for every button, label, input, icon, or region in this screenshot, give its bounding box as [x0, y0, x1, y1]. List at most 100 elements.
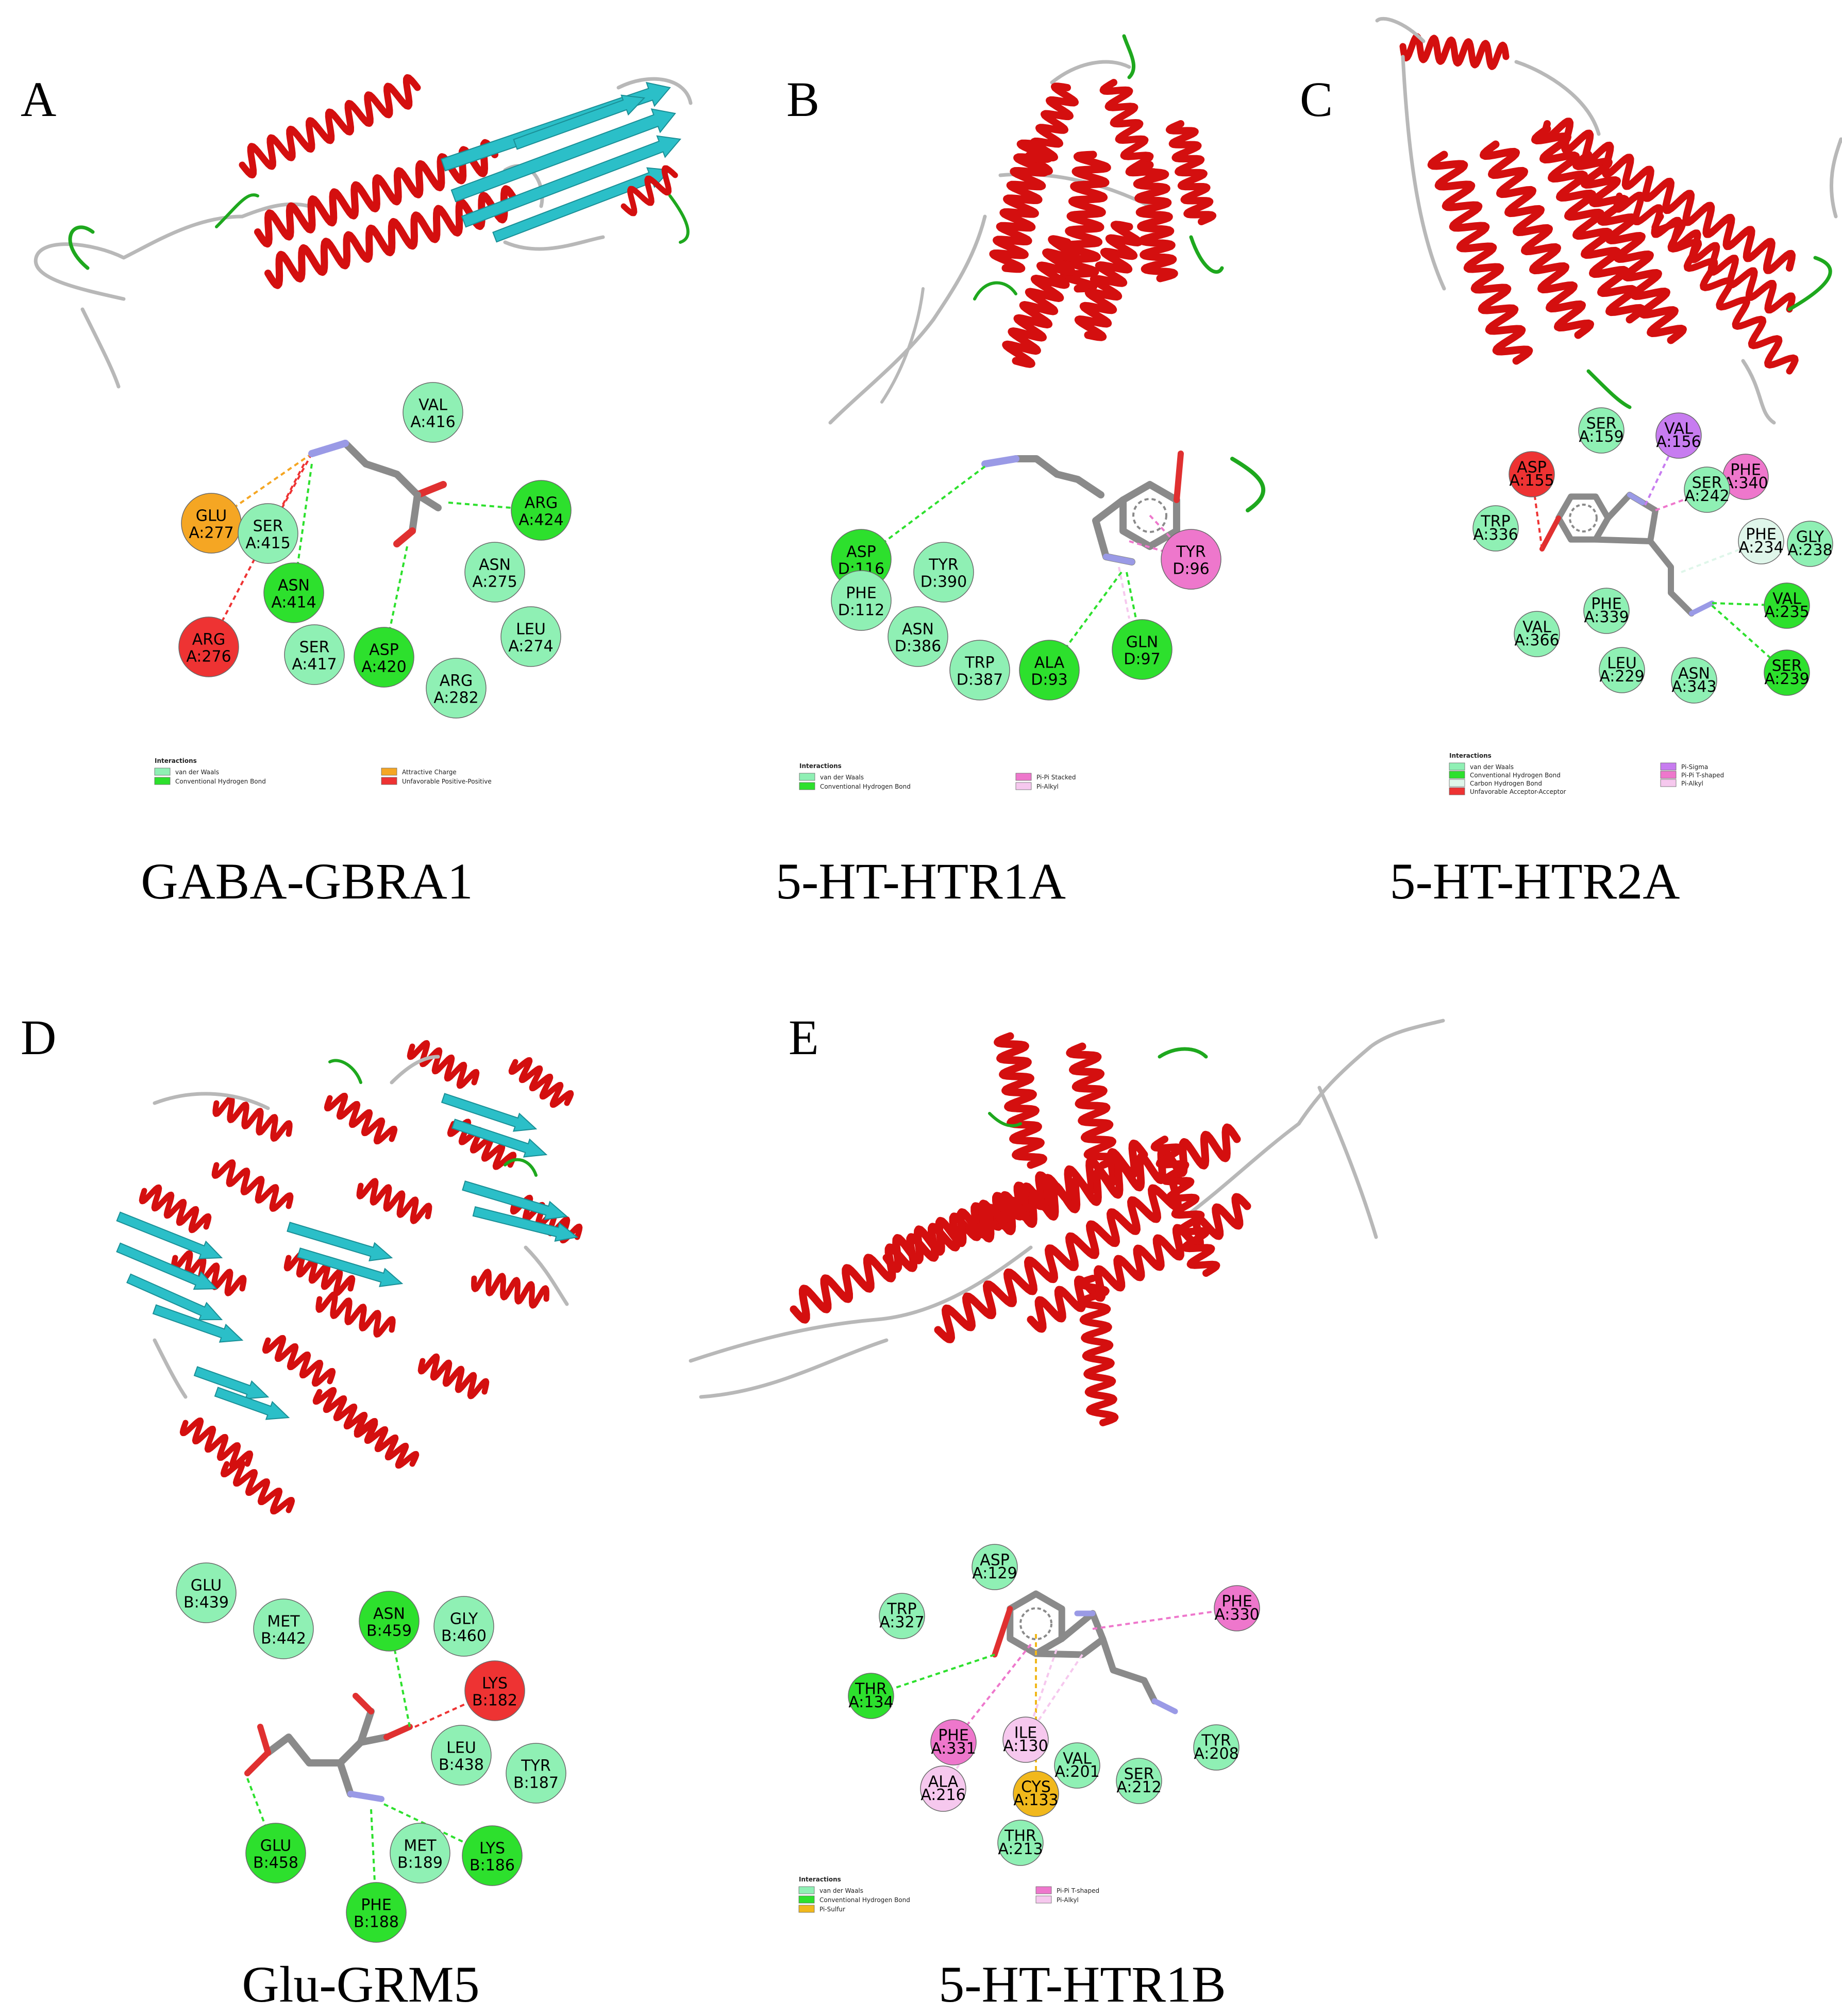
residue-disc	[506, 1743, 566, 1804]
beta-strand	[472, 1206, 579, 1242]
residue-name: ASP	[980, 1552, 1010, 1570]
coil	[668, 194, 690, 244]
residue-name: MET	[267, 1613, 300, 1631]
residue-disc	[426, 658, 487, 719]
legend-swatch	[1035, 1895, 1052, 1904]
coil	[34, 202, 311, 301]
protein-structure	[34, 74, 693, 389]
residue-id: A:415	[245, 535, 290, 553]
ligand-bond	[1555, 493, 1611, 543]
coil	[1189, 235, 1224, 274]
residue-disc	[284, 624, 345, 685]
residue-name: ASN	[373, 1605, 405, 1623]
residue-id: B:438	[439, 1756, 484, 1774]
coil	[1787, 256, 1832, 311]
ligand-bond	[1173, 451, 1184, 503]
residue-id: A:327	[879, 1613, 924, 1631]
coil	[1375, 16, 1426, 43]
residue-name: VAL	[1772, 590, 1801, 608]
residue-id: A:129	[972, 1564, 1017, 1582]
residue-disc	[354, 627, 414, 688]
residue-id: D:96	[1173, 560, 1209, 578]
residue-disc	[879, 1593, 925, 1639]
residue-disc	[176, 1562, 237, 1623]
coil	[1829, 137, 1842, 219]
residue-name: LEU	[1607, 655, 1637, 673]
legend-swatch	[1015, 773, 1032, 781]
alpha-helix	[994, 1032, 1047, 1169]
residue-id: A:343	[1671, 678, 1716, 696]
residue-disc	[403, 382, 463, 443]
legend-label: Pi-Sigma	[1681, 763, 1708, 771]
protein-structure	[116, 1040, 583, 1514]
legend-swatch	[154, 768, 171, 776]
ligand-bond	[244, 1750, 271, 1776]
coil	[1122, 34, 1136, 79]
residue-disc	[848, 1673, 894, 1719]
residue-id: A:366	[1514, 631, 1559, 649]
beta-strand	[126, 1273, 223, 1321]
residue-name: ASP	[1517, 459, 1547, 477]
residue-name: TYR	[1201, 1732, 1231, 1750]
ligand-bond	[1647, 538, 1695, 617]
legend-swatch	[798, 1895, 815, 1904]
ligand-bond	[353, 1693, 374, 1714]
residue-name: GLU	[260, 1837, 291, 1855]
coil	[68, 225, 95, 270]
alpha-helix	[621, 165, 678, 216]
residue-id: A:420	[361, 658, 406, 676]
coil	[80, 307, 121, 389]
alpha-helix	[1165, 120, 1217, 225]
coil	[1401, 55, 1446, 291]
residue-id: A:134	[848, 1693, 893, 1711]
legend-label: Conventional Hydrogen Bond	[175, 778, 266, 785]
residue-name: THR	[1004, 1827, 1036, 1845]
residue-id: D:390	[920, 573, 967, 591]
residue-id: B:439	[183, 1594, 229, 1612]
residue-disc	[263, 562, 324, 623]
coil	[689, 1245, 1033, 1363]
residue-id: B:458	[253, 1854, 298, 1872]
legend-label: Pi-Alkyl	[1681, 780, 1703, 787]
residue-name: TRP	[1480, 513, 1510, 531]
alpha-helix	[179, 1417, 254, 1470]
panel-caption: Glu-GRM5	[242, 1956, 480, 2013]
residue-disc	[1671, 657, 1717, 704]
interaction-line	[388, 1621, 411, 1727]
residue-disc	[511, 480, 572, 541]
alpha-helix	[1002, 235, 1081, 368]
coil	[328, 1059, 362, 1084]
residue-disc	[178, 617, 239, 677]
ligand-bond	[308, 440, 349, 457]
residue-id: D:386	[895, 638, 941, 656]
residue-id: A:331	[931, 1740, 976, 1758]
ligand-bond	[1539, 515, 1561, 552]
ligand-bond	[1099, 1636, 1158, 1705]
ligand-bond	[409, 491, 421, 535]
legend-label: van der Waals	[819, 1887, 863, 1894]
interaction-line	[1118, 567, 1130, 619]
residue-name: ARG	[192, 631, 226, 649]
coil	[1741, 359, 1776, 425]
legend-label: Carbon Hydrogen Bond	[1470, 780, 1542, 787]
residue-name: SER	[299, 639, 330, 657]
